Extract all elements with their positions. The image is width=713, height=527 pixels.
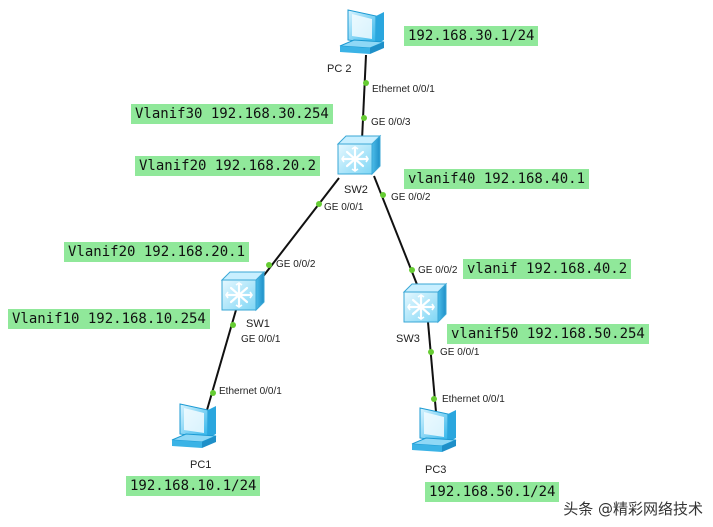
pc3-ethernet-port-label: Ethernet 0/0/1 — [442, 394, 505, 405]
sw1-ge2-port-label: GE 0/0/2 — [276, 259, 316, 270]
pc1-ip-label: 192.168.10.1/24 — [126, 476, 261, 496]
sw3-ge2-port-label: GE 0/0/2 — [418, 265, 458, 276]
pc3-icon[interactable] — [411, 407, 457, 453]
sw2-ge1-port-label: GE 0/0/1 — [324, 202, 364, 213]
sw3-label: SW3 — [396, 333, 420, 345]
sw3-icon[interactable] — [402, 282, 448, 324]
port-dot-sw3-ge1 — [428, 349, 434, 355]
sw3-vlanif50-label: vlanif50 192.168.50.254 — [447, 324, 649, 344]
port-dot-sw2-ge2 — [380, 192, 386, 198]
pc1-icon[interactable] — [171, 403, 217, 449]
link-pc2-sw2 — [361, 54, 367, 141]
pc2-label: PC 2 — [327, 63, 352, 75]
sw1-vlanif20-label: Vlanif20 192.168.20.1 — [64, 242, 250, 262]
pc1-ethernet-port-label: Ethernet 0/0/1 — [219, 386, 282, 397]
port-dot-pc3-eth — [431, 396, 437, 402]
port-dot-pc1-eth — [210, 390, 216, 396]
sw2-vlanif20-label: Vlanif20 192.168.20.2 — [135, 156, 321, 176]
sw2-label: SW2 — [344, 184, 368, 196]
watermark: 头条 @精彩网络技术 — [563, 500, 703, 518]
port-dot-sw1-ge2 — [266, 262, 272, 268]
port-dot-sw3-ge2 — [409, 267, 415, 273]
port-dot-sw1-ge1 — [230, 322, 236, 328]
sw1-ge1-port-label: GE 0/0/1 — [241, 334, 281, 345]
sw2-ge3-port-label: GE 0/0/3 — [371, 117, 411, 128]
sw2-vlanif30-label: Vlanif30 192.168.30.254 — [131, 104, 333, 124]
port-dot-sw2-ge1 — [316, 201, 322, 207]
pc1-label: PC1 — [190, 459, 212, 471]
sw3-vlanif40-label: vlanif 192.168.40.2 — [463, 259, 632, 279]
port-dot-sw2-ge3 — [361, 115, 367, 121]
sw1-vlanif10-label: Vlanif10 192.168.10.254 — [8, 309, 210, 329]
pc2-ip-label: 192.168.30.1/24 — [404, 26, 539, 46]
pc2-icon[interactable] — [339, 9, 385, 55]
sw2-icon[interactable] — [336, 134, 382, 176]
sw1-label: SW1 — [246, 318, 270, 330]
pc3-ip-label: 192.168.50.1/24 — [425, 482, 560, 502]
sw1-icon[interactable] — [220, 270, 266, 312]
sw2-vlanif40-label: vlanif40 192.168.40.1 — [404, 169, 590, 189]
pc2-ethernet-port-label: Ethernet 0/0/1 — [372, 84, 435, 95]
sw3-ge1-port-label: GE 0/0/1 — [440, 347, 480, 358]
port-dot-pc2-eth — [363, 80, 369, 86]
sw2-ge2-port-label: GE 0/0/2 — [391, 192, 431, 203]
pc3-label: PC3 — [425, 464, 447, 476]
